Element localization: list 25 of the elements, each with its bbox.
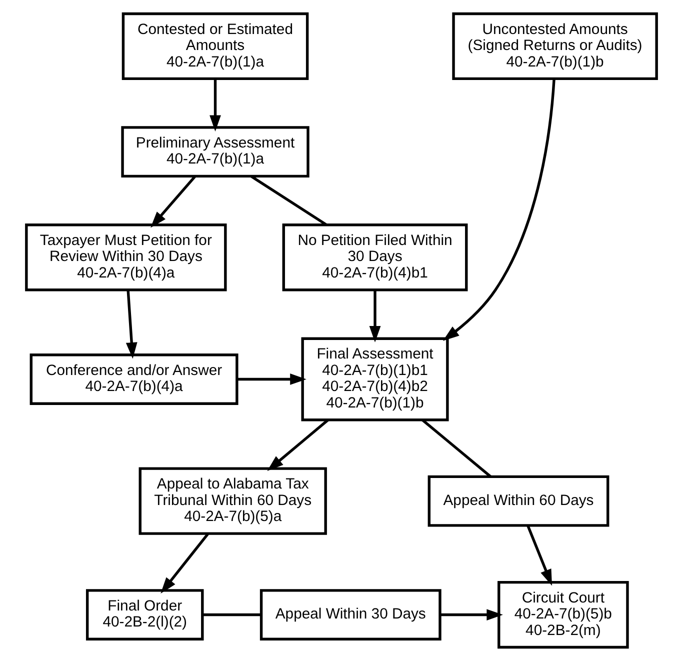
connector [421, 418, 491, 478]
arrow [442, 78, 555, 341]
arrow [209, 79, 220, 132]
node-box: Uncontested Amounts (Signed Returns or Audits) 40-2A-7(b)(1)b [452, 12, 658, 80]
node-box: Final Order 40-2B-2(l)(2) [85, 589, 204, 640]
node-box: Appeal Within 30 Days [259, 589, 441, 640]
connector [250, 175, 327, 226]
arrow [526, 525, 552, 586]
arrow [160, 533, 208, 594]
node-box: Appeal to Alabama Tax Tribunal Within 60 Days 40-2A-7(b)(5)a [138, 467, 326, 535]
node-box: Preliminary Assessment 40-2A-7(b)(1)a [120, 126, 309, 178]
node-box: Circuit Court 40-2A-7(b)(5)b 40-2B-2(m) [497, 580, 628, 649]
node-box: Contested or Estimated Amounts 40-2A-7(b)(1)a [121, 12, 308, 80]
arrow [440, 609, 502, 620]
connector [202, 613, 261, 616]
node-box: Appeal Within 60 Days [427, 475, 609, 527]
arrow [368, 290, 380, 342]
node-box: Taxpayer Must Petition for Review Within 30 Days 40-2A-7(b)(4)a [24, 224, 226, 292]
arrow [125, 290, 137, 359]
node-box: No Petition Filed Within 30 Days 40-2A-7(b)(4)b1 [282, 224, 468, 292]
arrow [150, 176, 196, 228]
node-box: Final Assessment 40-2A-7(b)(1)b1 40-2A-7(b)(4)b2 40-2A-7(b)(1)b [300, 337, 448, 422]
node-box: Conference and/or Answer 40-2A-7(b)(4)a [29, 354, 238, 405]
arrow [266, 418, 328, 471]
arrow [236, 374, 306, 385]
